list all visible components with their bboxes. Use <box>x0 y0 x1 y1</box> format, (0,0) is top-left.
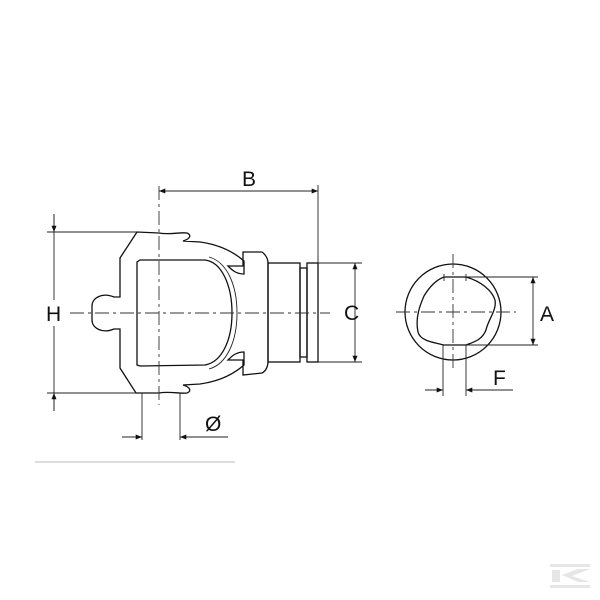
dimension-f: F <box>425 345 513 396</box>
yoke-window <box>136 259 233 367</box>
label-f: F <box>493 367 506 390</box>
groove <box>299 267 308 358</box>
label-pin-diameter: Ø <box>205 413 221 436</box>
profile-end-view <box>396 254 516 372</box>
label-b: B <box>242 168 256 191</box>
dimension-b: B <box>158 168 319 263</box>
brand-logo-watermark <box>550 564 590 588</box>
label-c: C <box>344 302 359 325</box>
label-h: H <box>46 303 61 326</box>
dimension-pin-diameter: Ø <box>122 393 228 440</box>
triangular-profile <box>416 276 496 346</box>
yoke-outline <box>91 231 269 394</box>
dimension-a: A <box>466 276 554 346</box>
collar <box>306 262 319 363</box>
label-a: A <box>540 303 554 326</box>
dimension-c: C <box>318 262 362 363</box>
shaft <box>267 262 301 363</box>
dimension-h: H <box>46 214 137 411</box>
yoke-side-view <box>91 231 319 394</box>
